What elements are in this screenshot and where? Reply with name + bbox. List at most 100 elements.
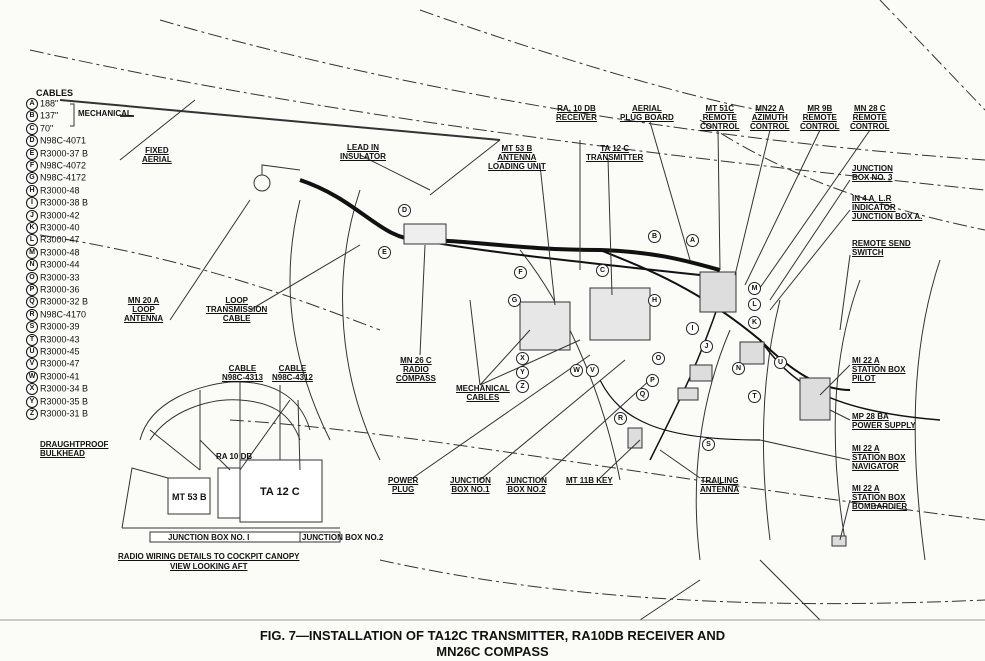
draughtproof-bulkhead-label: DRAUGHTPROOF BULKHEAD xyxy=(40,440,109,458)
mn20a-loop-antenna-label: MN 20 A LOOP ANTENNA xyxy=(124,296,164,323)
legend-value: R3000-37 B xyxy=(40,147,89,158)
junction-box-2-label: JUNCTION BOX NO.2 xyxy=(506,476,547,494)
legend-letter: O xyxy=(26,271,38,284)
cable-callout: N xyxy=(732,362,745,375)
cable-callout: L xyxy=(748,298,761,311)
inset-junction-box-1-label: JUNCTION BOX NO. I xyxy=(168,533,250,542)
cable-callout: R xyxy=(614,412,627,425)
legend-value: R3000-39 xyxy=(40,321,80,332)
legend-value: R3000-34 B xyxy=(40,383,89,394)
cable-callout: J xyxy=(700,340,713,353)
legend-value: R3000-48 xyxy=(40,247,80,258)
fixed-aerial-label: FIXED AERIAL xyxy=(142,146,172,164)
legend-letter: D xyxy=(26,135,38,148)
legend-letter: N xyxy=(26,259,38,272)
inset-title: RADIO WIRING DETAILS TO COCKPIT CANOPY V… xyxy=(118,552,300,571)
in4a-indicator-label: IN 4 A L.R INDICATOR JUNCTION BOX A. xyxy=(852,194,923,221)
legend-letter: L xyxy=(26,234,38,247)
legend-value: N98C-4071 xyxy=(40,135,87,146)
mn28c-remote-control-label: MN 28 C REMOTE CONTROL xyxy=(850,104,890,131)
legend-value: 188" xyxy=(40,98,59,109)
legend-value: 137" xyxy=(40,110,59,121)
inset-ra10db-label: RA 10 DB xyxy=(216,452,253,461)
cable-callout: D xyxy=(398,204,411,217)
cable-callout: V xyxy=(586,364,599,377)
cable-callout: T xyxy=(748,390,761,403)
inset-junction-box-2-label: JUNCTION BOX NO.2 xyxy=(302,533,384,542)
legend-value: R3000-42 xyxy=(40,209,80,220)
junction-box-3-label: JUNCTION BOX NO. 3 xyxy=(852,164,893,182)
mn22a-azimuth-control-label: MN22 A AZIMUTH CONTROL xyxy=(750,104,790,131)
cable-callout: W xyxy=(570,364,583,377)
legend-letter: I xyxy=(26,197,38,210)
legend-letter: T xyxy=(26,333,38,346)
legend-letter: C xyxy=(26,122,38,135)
mt53b-loading-unit-label: MT 53 B ANTENNA LOADING UNIT xyxy=(488,144,546,171)
legend-value: R3000-31 B xyxy=(40,408,89,419)
cable-callout: X xyxy=(516,352,529,365)
legend-letter: U xyxy=(26,346,38,358)
cable-callout: K xyxy=(748,316,761,329)
legend-value: N98C-4170 xyxy=(40,309,87,320)
mechanical-legend-label: MECHANICAL xyxy=(78,109,132,118)
mt11b-key-label: MT 11B KEY xyxy=(566,476,613,485)
cable-callout: O xyxy=(652,352,665,365)
cable-callout: I xyxy=(686,322,699,335)
lead-in-insulator-label: LEAD IN INSULATOR xyxy=(340,143,386,161)
cable-callout: F xyxy=(514,266,527,279)
cable-callout: C xyxy=(596,264,609,277)
inset-ta12c-label: TA 12 C xyxy=(260,486,300,498)
junction-box-1-label: JUNCTION BOX NO.1 xyxy=(450,476,491,494)
legend-letter: B xyxy=(26,110,38,123)
legend-value: R3000-40 xyxy=(40,222,80,233)
cable-callout: Y xyxy=(516,366,529,379)
legend-letter: X xyxy=(26,383,38,396)
cable-callout: P xyxy=(646,374,659,387)
legend-letter: K xyxy=(26,222,38,234)
ta12c-transmitter-label: TA 12 C TRANSMITTER xyxy=(586,144,644,162)
legend-letter: Z xyxy=(26,408,38,420)
mi22a-station-box-bombardier-label: MI 22 A STATION BOX BOMBARDIER xyxy=(852,484,908,511)
legend-value: R3000-43 xyxy=(40,333,80,344)
legend-value: R3000-45 xyxy=(40,346,80,357)
legend-value: R3000-38 B xyxy=(40,197,89,208)
cable-callout: U xyxy=(774,356,787,369)
legend-letter: Q xyxy=(26,296,38,309)
mt51c-remote-control-label: MT 51C REMOTE CONTROL xyxy=(700,104,740,131)
cable-callout: M xyxy=(748,282,761,295)
mi22a-station-box-pilot-label: MI 22 A STATION BOX PILOT xyxy=(852,356,906,383)
legend-letter: F xyxy=(26,160,38,172)
legend-letter: E xyxy=(26,147,38,160)
inset-mt53b-label: MT 53 B xyxy=(172,492,207,502)
cable-n98c-4313-label: CABLE N98C-4313 xyxy=(222,364,263,382)
legend-letter: W xyxy=(26,370,38,383)
cable-callout: B xyxy=(648,230,661,243)
legend-value: N98C-4172 xyxy=(40,172,87,183)
power-plug-label: POWER PLUG xyxy=(388,476,419,494)
legend-value: R3000-32 B xyxy=(40,296,89,307)
cable-n98c-4312-label: CABLE N98C-4312 xyxy=(272,364,313,382)
legend-letter: J xyxy=(26,209,38,222)
legend-letter: H xyxy=(26,184,38,197)
mp28ba-power-supply-label: MP 28 BA POWER SUPPLY xyxy=(852,412,916,430)
